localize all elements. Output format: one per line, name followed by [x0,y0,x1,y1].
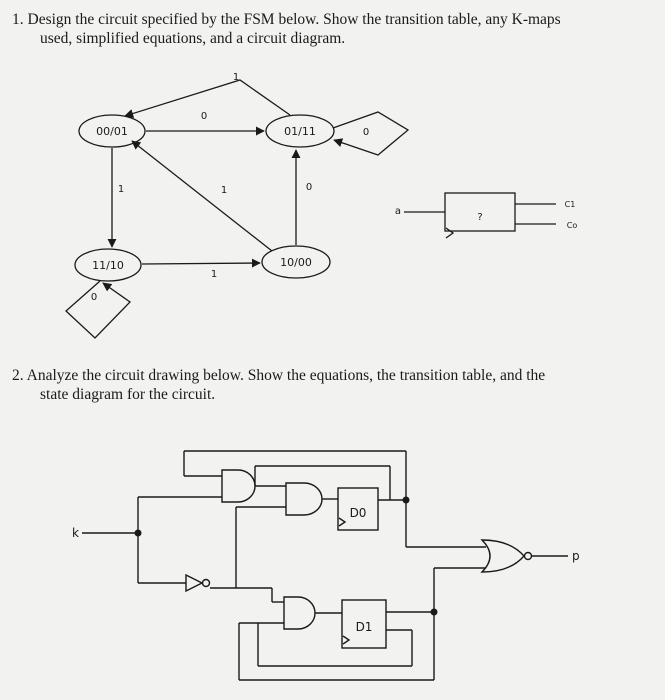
flipflop-d0-label: D0 [350,506,367,520]
problem-1-text: 1. Design the circuit specified by the F… [12,10,652,48]
edge-s1-s0-top [124,79,291,118]
state-10-00 [261,245,331,279]
output-gate [480,539,525,573]
problem-1-line-2: used, simplified equations, and a circui… [40,30,346,47]
problem-1-line-1: 1. Design the circuit specified by the F… [12,11,561,28]
edge-label-s2-s3: 1 [211,269,217,280]
flipflop-d0 [337,487,379,531]
edge-s2-self [65,280,131,339]
edge-s3-s0 [131,140,273,252]
edge-label-s1-s0: 1 [233,72,239,83]
state-00-01 [78,114,146,148]
edge-label-s3-s0: 1 [221,185,227,196]
and-gate-2 [285,482,323,516]
problem-2-line-1: 2. Analyze the circuit drawing below. Sh… [12,367,546,384]
block-output-c1: C1 [565,200,576,209]
problem-2-line-2: state diagram for the circuit. [40,386,216,403]
block-output-co: Co [567,221,578,230]
state-00-01-label: 00/01 [96,125,128,138]
block-input-label: a [395,206,401,217]
flipflop-d1-label: D1 [356,620,373,634]
flipflop-d1 [341,599,387,649]
state-01-11 [265,114,335,148]
edge-label-s1-self: 0 [363,127,369,138]
and-gate-1 [221,469,256,503]
edge-s1-self [332,111,410,156]
state-01-11-label: 01/11 [284,125,316,138]
state-10-00-label: 10/00 [280,256,312,269]
input-k-label: k [72,526,79,540]
problem-2-text: 2. Analyze the circuit drawing below. Sh… [12,366,652,404]
inverter [185,573,204,593]
block-center-label: ? [477,212,482,223]
edge-label-s3-s1: 0 [306,182,312,193]
and-gate-3 [283,596,316,630]
state-11-10 [74,248,142,282]
circuit-diagram [82,450,568,681]
edge-label-s2-self: 0 [91,292,97,303]
edge-s2-s3 [141,258,261,268]
edge-label-s0-s1: 0 [201,111,207,122]
edge-label-s0-s2: 1 [118,184,124,195]
state-11-10-label: 11/10 [92,259,124,272]
output-p-label: p [572,549,580,563]
